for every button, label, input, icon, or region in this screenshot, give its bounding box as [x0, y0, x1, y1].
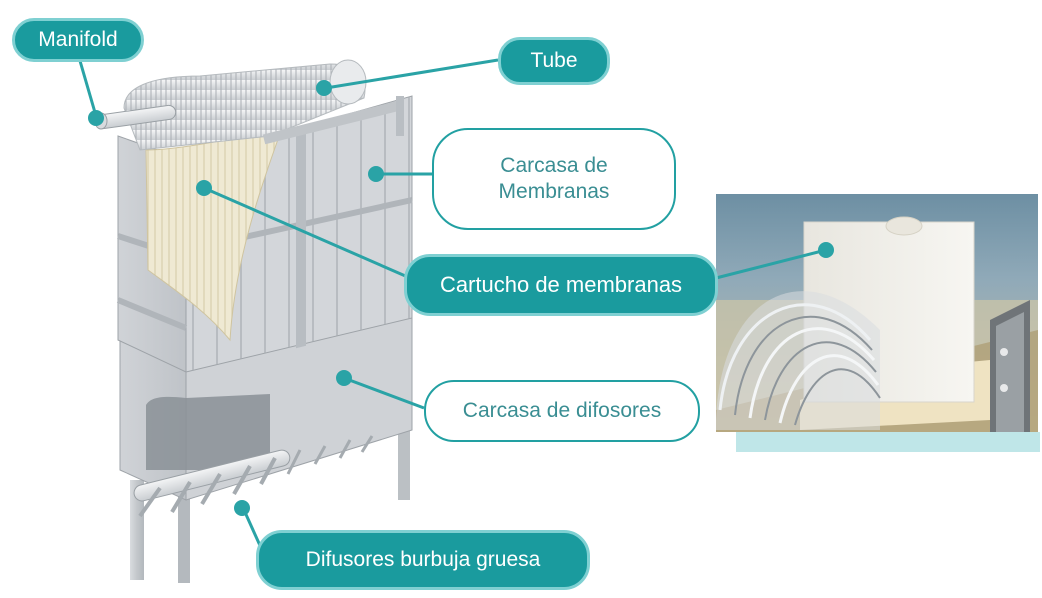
dot-manifold	[88, 110, 104, 126]
callout-dots	[88, 80, 834, 516]
cartridge-photo	[716, 194, 1040, 452]
leader-manifold	[76, 53, 98, 117]
dot-difusores	[234, 500, 250, 516]
leader-cartucho	[203, 186, 411, 280]
dot-carcasa-difusores	[336, 370, 352, 386]
diffuser-opening	[146, 394, 270, 470]
leader-carcasa-difusores	[343, 376, 425, 410]
leg-front-mid	[178, 495, 190, 583]
label-carcasa-difosores: Carcasa de difosores	[424, 380, 700, 442]
label-difusores-burbuja-gruesa: Difusores burbuja gruesa	[256, 530, 590, 590]
mbr-module	[94, 59, 413, 583]
leader-cartucho-photo	[715, 248, 827, 280]
coarse-bubble-diffusers	[133, 435, 374, 518]
label-manifold: Manifold	[12, 18, 144, 62]
leg-front-left	[130, 480, 144, 580]
label-cartucho-membranas: Cartucho de membranas	[404, 254, 718, 316]
top-tube	[123, 59, 367, 151]
photo-bracket	[990, 300, 1030, 432]
leg-right	[398, 420, 410, 500]
leader-tube	[325, 58, 499, 90]
label-carcasa-membranas: Carcasa de Membranas	[432, 128, 676, 230]
dot-cartucho-photo	[818, 242, 834, 258]
dot-cartucho	[196, 180, 212, 196]
hollow-fibre-bundle	[716, 291, 881, 430]
label-tube: Tube	[498, 37, 610, 85]
leader-lines	[76, 53, 827, 551]
photo-shadow-bar	[736, 432, 1040, 452]
dot-carcasa-membranas	[368, 166, 384, 182]
dot-tube	[316, 80, 332, 96]
